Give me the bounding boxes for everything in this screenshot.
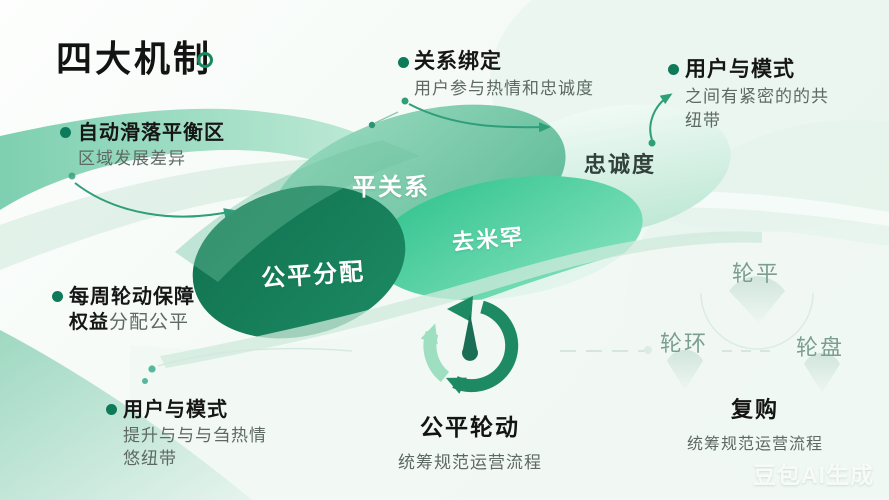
ribbon-bright-left xyxy=(0,108,402,210)
callout-user-mode-bottom-title: 用户与模式 xyxy=(123,399,228,421)
wheel-label-left: 轮环 xyxy=(660,331,709,356)
callout-weekly-desc-bold: 权益 xyxy=(69,312,110,333)
callout-user-mode-bottom-desc2: 悠纽带 xyxy=(123,449,177,468)
trail-dot-2 xyxy=(142,378,148,384)
bullet-weekly-rotation xyxy=(52,291,63,302)
dot-top-right xyxy=(648,139,656,147)
bullet-user-mode-top xyxy=(668,64,679,75)
repurchase-block: 复购 统筹规范运营流程 xyxy=(660,392,850,454)
stem-blob-top xyxy=(374,111,399,124)
wheel-label-top: 轮平 xyxy=(732,261,781,286)
fan-top-icon xyxy=(729,276,785,323)
blob-label-flat-relation: 平关系 xyxy=(352,174,430,201)
callout-auto-slide-title: 自动滑落平衡区 xyxy=(78,122,225,144)
rotation-desc: 统筹规范运营流程 xyxy=(398,453,542,472)
fan-left-icon xyxy=(667,349,703,390)
callout-weekly-desc: 权益分配公平 xyxy=(69,307,189,334)
ribbon-over-dark-blob xyxy=(175,140,420,282)
clock-needle xyxy=(462,313,478,361)
arrow-top-right-icon xyxy=(649,93,673,141)
trail-curve xyxy=(157,347,353,367)
callout-relation-title: 关系绑定 xyxy=(414,50,502,73)
clock-light-arc xyxy=(420,323,450,383)
fan-arc-outline xyxy=(700,292,814,350)
dot-blob-top xyxy=(368,121,376,129)
dot-top-center xyxy=(401,97,409,105)
wheel-label-right: 轮盘 xyxy=(796,335,845,360)
callout-weekly-title: 每周轮动保障 xyxy=(69,286,195,308)
callout-relation-desc: 用户参与热情和忠诚度 xyxy=(414,79,594,98)
rotation-clock-icon xyxy=(420,296,519,394)
ring-dot-icon xyxy=(197,52,213,68)
repurchase-desc: 统筹规范运营流程 xyxy=(686,436,823,453)
blob-label-fair-distribution: 公平分配 xyxy=(260,258,367,293)
callout-user-mode-bottom-desc1: 提升与与与刍热情 xyxy=(123,426,267,445)
blob-fair-distribution xyxy=(192,185,406,339)
clock-top-arrowhead xyxy=(447,296,473,322)
bullet-auto-slide xyxy=(60,127,71,138)
callout-auto-slide-desc: 区域发展差异 xyxy=(78,149,186,168)
watermark: 豆包AI生成 xyxy=(753,462,874,488)
arrow-top-center-icon xyxy=(408,103,551,133)
blob-label-mint: 去米罕 xyxy=(451,223,526,256)
wave-accent-band xyxy=(160,231,762,368)
callout-weekly-desc-gray: 分配公平 xyxy=(109,312,190,333)
callout-user-mode-top-desc1: 之间有紧密的的共 xyxy=(685,87,829,106)
callout-user-mode-top-desc2: 纽带 xyxy=(685,111,721,130)
rotation-title: 公平轮动 xyxy=(420,414,520,440)
repurchase-title: 复购 xyxy=(730,397,779,422)
arrow-left-icon xyxy=(74,182,236,218)
fan-right-icon xyxy=(804,352,840,393)
clock-dark-arc xyxy=(445,300,519,394)
callout-user-mode-top-title: 用户与模式 xyxy=(685,58,795,81)
bullet-user-mode-bottom xyxy=(106,404,117,415)
trail-dot-1 xyxy=(148,365,156,373)
dot-left xyxy=(68,172,76,180)
dash-dot xyxy=(644,346,652,354)
bullet-relation-binding xyxy=(398,57,409,68)
blob-label-loyalty: 忠诚度 xyxy=(584,152,657,177)
rotation-block: 公平轮动 统筹规范运营流程 xyxy=(375,408,565,473)
page-title: 四大机制 xyxy=(56,38,213,79)
wedge-bottom-left xyxy=(0,330,252,500)
